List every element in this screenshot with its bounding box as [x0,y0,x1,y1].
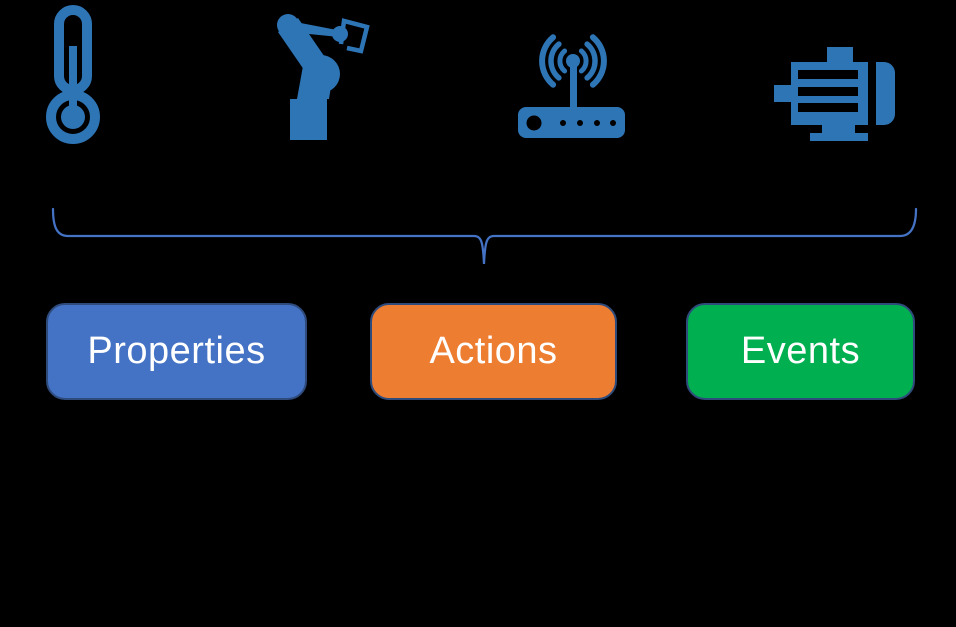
electric-motor-icon [772,45,897,143]
thermometer-icon [40,4,106,144]
events-label: Events [740,330,861,372]
curly-brace [50,205,920,269]
actions-shape: Actions [370,303,617,400]
properties-shape: Properties [46,303,307,400]
robot-arm-icon [277,8,372,140]
events-shape: Events [686,303,915,400]
properties-label: Properties [87,330,266,372]
actions-label: Actions [429,330,558,372]
wireless-router-icon [516,30,626,140]
